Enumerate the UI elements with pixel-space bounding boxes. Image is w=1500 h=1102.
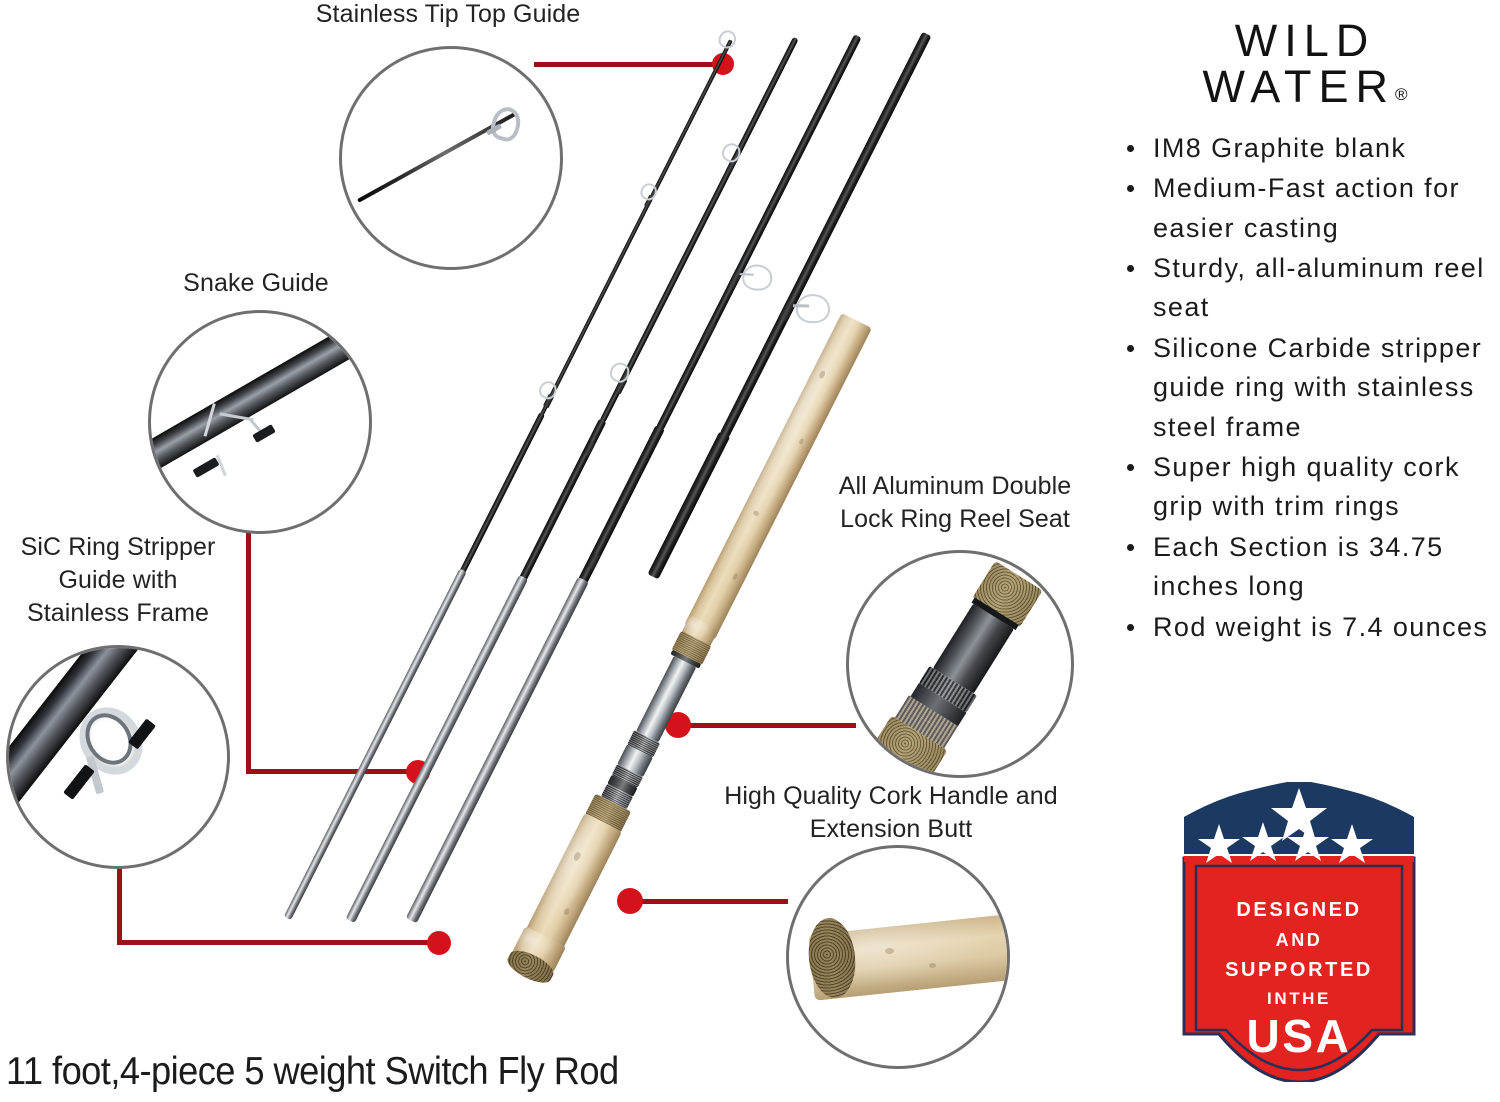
brand-logo-line2: WATER® bbox=[1117, 64, 1493, 110]
detail-bubble-sic-stripper bbox=[6, 645, 230, 869]
feature-item: Sturdy, all-aluminum reel seat bbox=[1127, 249, 1493, 328]
star-icon bbox=[1331, 824, 1373, 863]
registered-trademark-icon: ® bbox=[1394, 85, 1408, 105]
callout-label-sic-stripper: SiC Ring Stripper Guide with Stainless F… bbox=[20, 533, 216, 627]
cork-texture-spot bbox=[885, 948, 894, 954]
brand-panel: WILD WATER® IM8 Graphite blank Medium-Fa… bbox=[1093, 15, 1493, 648]
badge-line-inthe: INTHE bbox=[1267, 989, 1331, 1008]
badge-line-and: AND bbox=[1276, 930, 1323, 950]
guide-wrap bbox=[585, 551, 601, 571]
lead-line-cork-handle bbox=[628, 899, 788, 904]
product-caption: 11 foot,4-piece 5 weight Switch Fly Rod bbox=[6, 1050, 619, 1093]
lead-line-sic-horizontal bbox=[117, 940, 447, 945]
lead-line-reel-seat bbox=[676, 723, 856, 728]
guide-wrap bbox=[582, 440, 596, 457]
snake-guide-icon bbox=[715, 27, 740, 52]
badge-inner-outline bbox=[1194, 864, 1404, 1072]
callout-label-tip-top: Stainless Tip Top Guide bbox=[315, 0, 581, 28]
lead-line-snake-horizontal bbox=[246, 769, 426, 774]
feature-item: Each Section is 34.75 inches long bbox=[1127, 528, 1493, 607]
reel-seat-photo bbox=[849, 553, 1071, 775]
brand-logo: WILD WATER® bbox=[1117, 15, 1493, 111]
detail-bubble-snake-guide bbox=[148, 310, 372, 534]
star-icon bbox=[1198, 824, 1240, 863]
detail-bubble-reel-seat bbox=[846, 550, 1074, 778]
lead-line-snake-vertical bbox=[246, 524, 251, 774]
lead-dot-sic bbox=[427, 931, 451, 955]
brand-logo-line1: WILD bbox=[1234, 15, 1376, 66]
lead-line-tip-top bbox=[534, 62, 724, 67]
feature-item: Super high quality cork grip with trim r… bbox=[1127, 448, 1493, 527]
guide-wrap bbox=[778, 299, 797, 322]
callout-label-cork-handle: High Quality Cork Handle and Extension B… bbox=[724, 782, 1058, 843]
star-icon bbox=[1242, 822, 1284, 861]
star-icon bbox=[1271, 788, 1327, 841]
feature-item: Rod weight is 7.4 ounces bbox=[1127, 608, 1493, 647]
tip-top-photo bbox=[342, 49, 560, 267]
badge-line-supported: SUPPORTED bbox=[1225, 959, 1373, 981]
lead-line-sic-vertical bbox=[117, 860, 122, 944]
brand-logo-line2-text: WATER bbox=[1202, 61, 1395, 113]
guide-foot bbox=[792, 304, 810, 307]
feature-list: IM8 Graphite blank Medium-Fast action fo… bbox=[1093, 129, 1493, 647]
cork-texture-spot bbox=[929, 963, 936, 968]
badge-line-designed: DESIGNED bbox=[1236, 899, 1361, 921]
guide-wrap bbox=[701, 321, 717, 341]
badge-red-top-edge bbox=[1184, 856, 1414, 862]
snake-guide-photo bbox=[151, 313, 369, 531]
callout-label-reel-seat: All Aluminum Double Lock Ring Reel Seat bbox=[838, 472, 1072, 533]
sic-stripper-photo bbox=[9, 648, 227, 866]
callout-label-snake-guide: Snake Guide bbox=[183, 269, 329, 297]
feature-item: IM8 Graphite blank bbox=[1127, 129, 1493, 168]
feature-item: Medium-Fast action for easier casting bbox=[1127, 169, 1493, 248]
lead-dot-cork-handle bbox=[617, 888, 643, 914]
cork-butt-photo bbox=[789, 848, 1007, 1066]
designed-in-usa-badge: DESIGNED AND SUPPORTED INTHE USA bbox=[1174, 782, 1424, 1082]
stripper-guide-icon bbox=[741, 263, 773, 292]
badge-stars bbox=[1198, 788, 1373, 863]
badge-line-usa: USA bbox=[1247, 1010, 1352, 1062]
feature-item: Silicone Carbide stripper guide ring wit… bbox=[1127, 329, 1493, 447]
detail-bubble-cork-butt bbox=[786, 845, 1010, 1069]
detail-bubble-tip-top bbox=[339, 46, 563, 270]
star-icon bbox=[1287, 822, 1329, 861]
